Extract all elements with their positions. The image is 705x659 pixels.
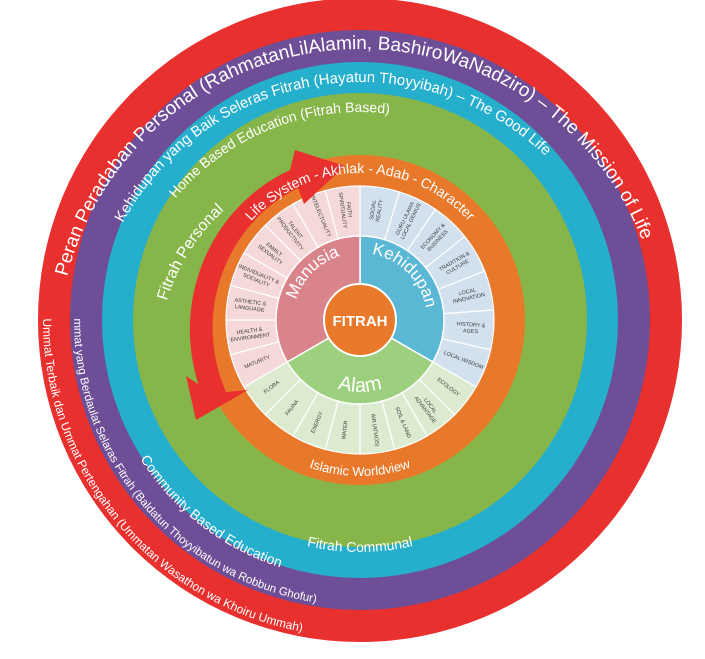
sector-label: HEALTH &ENVIRONMENT — [229, 326, 271, 344]
core-label-alam: Alam — [336, 372, 383, 397]
sector-label: SOCIALREALITY — [369, 198, 385, 222]
fitrah-personal-arrow — [186, 150, 345, 420]
sector-label: ASTHETIC &LANGUAGE — [233, 298, 267, 315]
sector-label: AIR (ATMOS) — [369, 413, 379, 447]
sector-label: FAITHSPIRITUALITY — [336, 191, 353, 229]
core-layer — [275, 235, 445, 405]
center-fitrah-label: FITRAH — [333, 313, 388, 330]
curved-arrow-shape — [186, 150, 345, 420]
ring4-bottom-label: Fitrah Communal — [306, 533, 414, 555]
center-fitrah-circle — [323, 283, 397, 357]
sector-label: WATER — [342, 420, 350, 440]
core-wedge-alam — [286, 319, 434, 405]
sector-label: HISTORY &AGES — [456, 322, 486, 337]
